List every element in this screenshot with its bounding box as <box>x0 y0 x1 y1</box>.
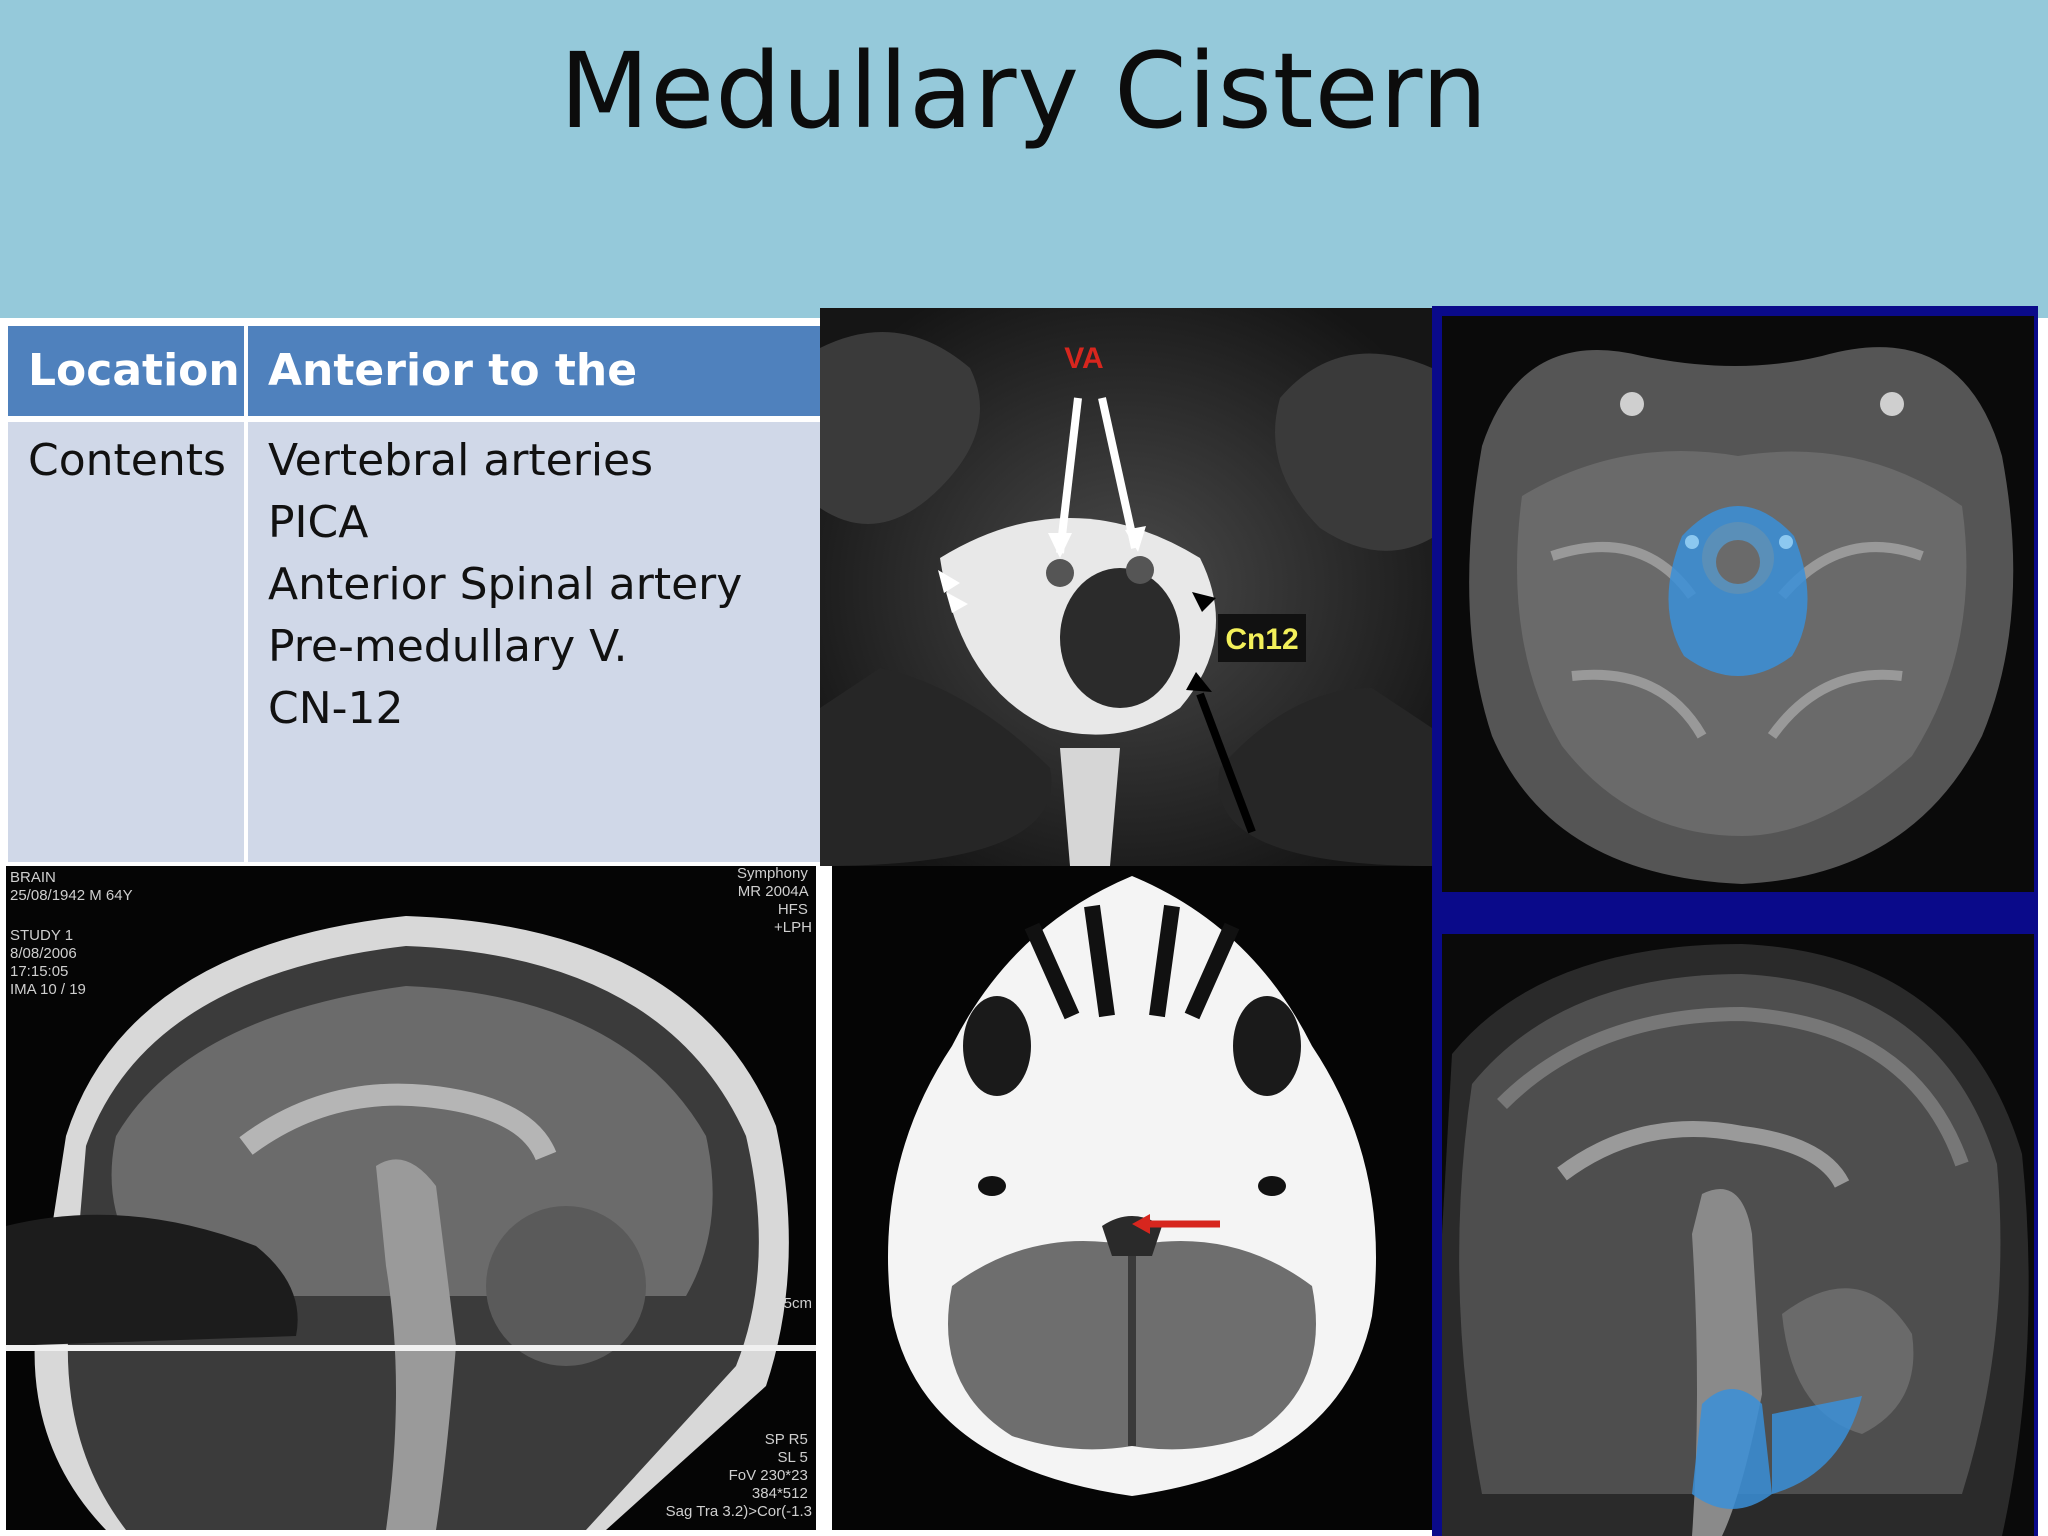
sagittal-mri-image: BRAIN 25/08/1942 M 64Y STUDY 1 8/08/2006… <box>6 866 816 1530</box>
slide-title: Medullary Cistern <box>559 30 1489 152</box>
overlay-text-right-top: Symphony MR 2004A HFS +LPH <box>737 866 812 936</box>
title-band <box>0 0 2048 318</box>
overlay-text-left: BRAIN 25/08/1942 M 64Y STUDY 1 8/08/2006… <box>10 869 137 998</box>
overlay-text-right-bottom: SP R5 SL 5 FoV 230*23 384*512 Sag Tra 3.… <box>666 1431 812 1520</box>
cistern-overlay <box>1692 1389 1772 1509</box>
scale-label: 5cm <box>784 1295 812 1312</box>
arrowhead-black <box>1192 592 1216 612</box>
label-va: VA <box>1064 342 1103 375</box>
label-cn12: Cn12 <box>1225 623 1298 656</box>
arrow-cn12 <box>1196 692 1256 834</box>
list-item: CN-12 <box>268 683 404 734</box>
table-header-location: Location <box>8 326 244 416</box>
list-item: Anterior Spinal artery <box>268 559 743 610</box>
sagittal-mri-overlay-image <box>1442 934 2034 1536</box>
axial-ct-image <box>832 866 1432 1530</box>
arrow-va-left <box>1056 397 1082 554</box>
arrow-va-right <box>1098 397 1139 549</box>
arrowhead-white <box>938 570 960 593</box>
list-item: PICA <box>268 497 369 548</box>
axial-mri-overlay-image <box>1442 316 2034 892</box>
list-item: Vertebral arteries <box>268 435 654 486</box>
table-row-label: Contents <box>8 422 244 862</box>
contents-list: Vertebral arteries PICA Anterior Spinal … <box>248 422 820 862</box>
axial-mri-image: VA Cn12 <box>820 308 1432 866</box>
list-item: Pre-medullary V. <box>268 621 628 672</box>
table-header-description: Anterior to the medulla <box>248 326 820 466</box>
